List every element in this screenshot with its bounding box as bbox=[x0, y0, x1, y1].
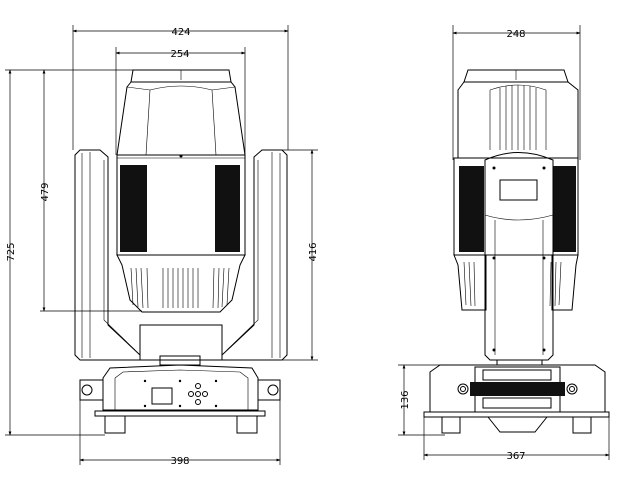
front-view: 424 254 725 479 416 398 bbox=[5, 25, 319, 467]
side-dimensions: 248 136 367 bbox=[398, 25, 610, 462]
yoke-bridge bbox=[139, 324, 223, 361]
dim-base-width: 398 bbox=[170, 456, 189, 467]
side-head bbox=[453, 69, 579, 311]
base-handle-right bbox=[257, 379, 281, 401]
base bbox=[79, 355, 281, 434]
side-view: 248 136 367 bbox=[398, 25, 610, 462]
head bbox=[116, 69, 246, 313]
heatsink-fins-right bbox=[215, 165, 240, 252]
side-display bbox=[499, 179, 538, 201]
base-buttons bbox=[188, 383, 208, 405]
dim-head-width: 254 bbox=[170, 49, 189, 60]
side-yoke-arm bbox=[484, 152, 554, 361]
heatsink-fins-left bbox=[120, 165, 147, 252]
dim-head-height: 479 bbox=[40, 182, 51, 201]
side-fins-left bbox=[459, 166, 484, 252]
side-base-vent bbox=[470, 382, 565, 396]
dim-yoke-height: 416 bbox=[308, 242, 319, 261]
dim-overall-width: 424 bbox=[171, 27, 190, 38]
yoke-left-arm bbox=[74, 149, 141, 361]
yoke-right-arm bbox=[221, 149, 288, 361]
front-dimensions: 424 254 725 479 416 398 bbox=[5, 25, 319, 467]
dim-base-depth: 367 bbox=[506, 451, 525, 462]
lower-fins bbox=[130, 267, 230, 309]
side-base bbox=[423, 359, 610, 434]
dim-head-depth: 248 bbox=[506, 29, 525, 40]
side-fins-right bbox=[553, 166, 576, 252]
base-display bbox=[151, 387, 173, 405]
base-handle-left bbox=[79, 379, 104, 401]
dim-overall-height: 725 bbox=[6, 242, 17, 261]
dim-base-height: 136 bbox=[400, 390, 411, 409]
